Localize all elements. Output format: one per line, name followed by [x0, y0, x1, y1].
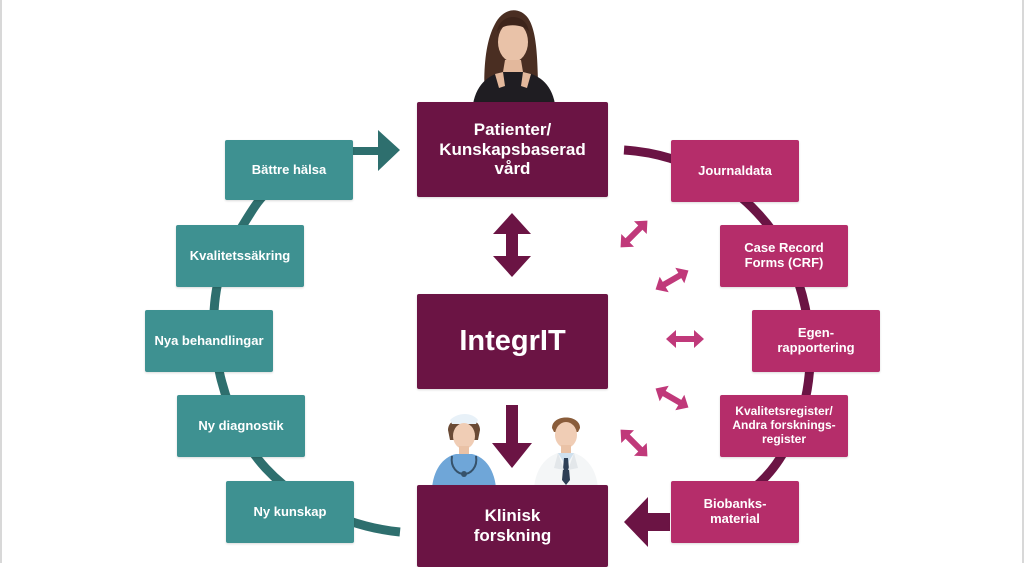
nurse-photo — [432, 414, 496, 488]
clinical-research-box: Klinisk forskning — [417, 485, 608, 567]
right-edge — [1022, 0, 1024, 563]
pink-double-arrows — [620, 220, 704, 457]
left-item-new-treatments: Nya behandlingar — [145, 310, 273, 372]
right-item-crf: Case Record Forms (CRF) — [720, 225, 848, 287]
integrit-box: IntegrIT — [417, 294, 608, 389]
left-edge — [0, 0, 2, 563]
right-item-journal-data: Journaldata — [671, 140, 799, 202]
right-item-self-reporting: Egen- rapportering — [752, 310, 880, 372]
patient-photo — [473, 10, 555, 104]
pink-double-arrow-icon — [620, 220, 648, 248]
left-item-new-knowledge: Ny kunskap — [226, 481, 354, 543]
pink-double-arrow-icon — [655, 267, 689, 293]
left-item-new-diagnostics: Ny diagnostik — [177, 395, 305, 457]
pink-double-arrow-icon — [655, 385, 689, 411]
left-item-better-health: Bättre hälsa — [225, 140, 353, 200]
teal-arrow-into-patients — [350, 130, 400, 171]
center-double-arrow — [493, 213, 531, 277]
left-item-quality-assurance: Kvalitetssäkring — [176, 225, 304, 287]
dark-arrow-into-research — [624, 497, 670, 547]
right-item-quality-registers: Kvalitetsregister/ Andra forsknings- reg… — [720, 395, 848, 457]
doctor-photo — [534, 417, 598, 488]
center-down-arrow — [492, 405, 532, 468]
pink-double-arrow-icon — [620, 429, 648, 457]
patients-box: Patienter/ Kunskapsbaserad vård — [417, 102, 608, 197]
pink-double-arrow-icon — [666, 330, 704, 348]
right-item-biobank-material: Biobanks- material — [671, 481, 799, 543]
